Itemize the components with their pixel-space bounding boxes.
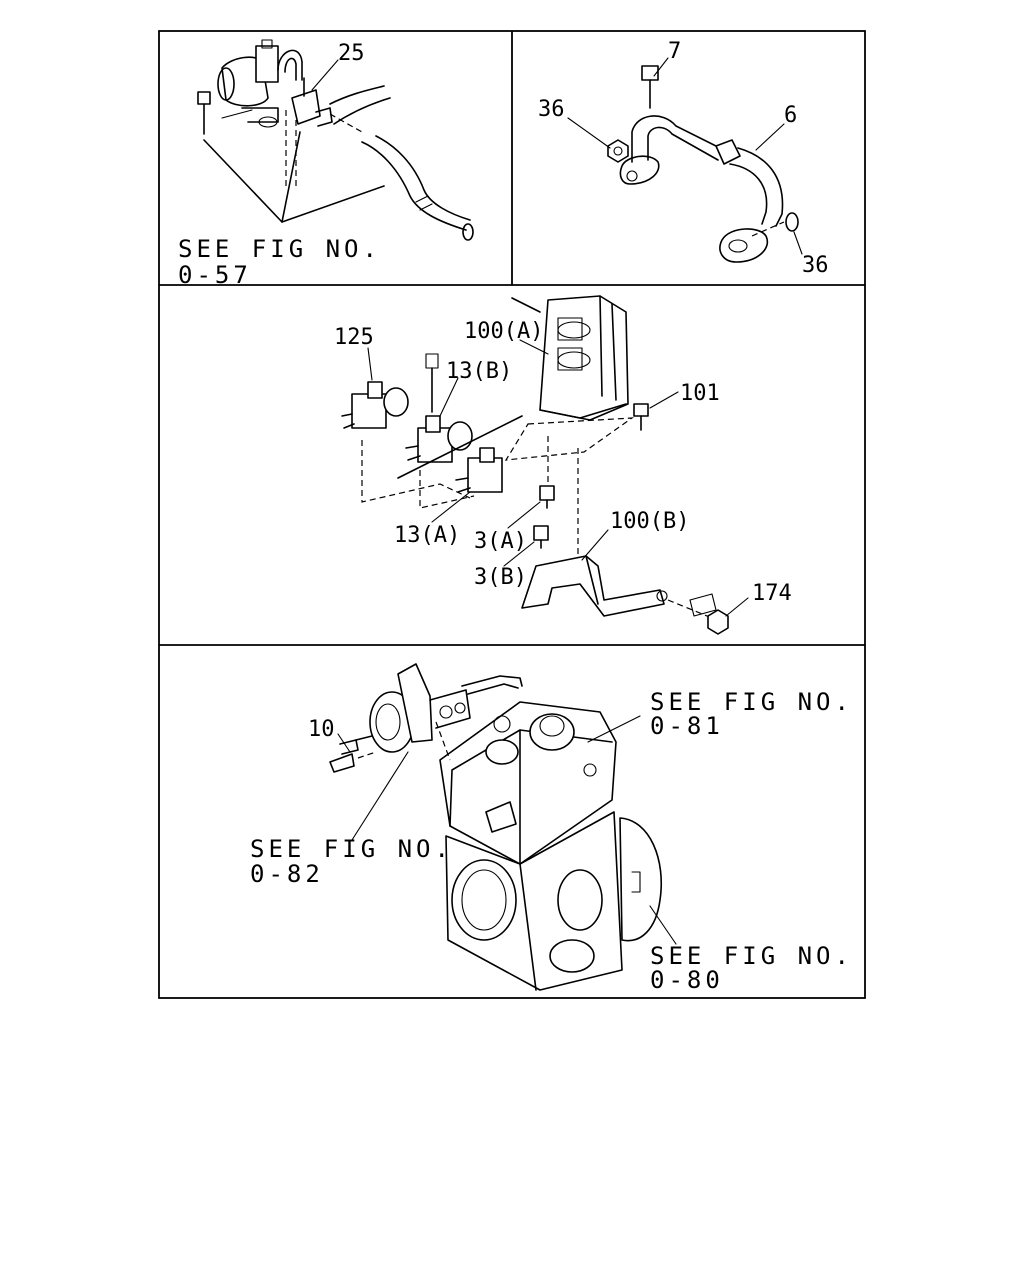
- callout-100b: 100(B): [610, 509, 689, 534]
- see-fig-082-line2: 0-82: [250, 860, 324, 888]
- callout-174: 174: [752, 581, 792, 606]
- callout-10: 10: [308, 717, 335, 742]
- see-fig-057-line1: SEE FIG NO.: [178, 235, 381, 263]
- see-fig-080-line2: 0-80: [650, 966, 724, 994]
- callout-25: 25: [338, 41, 365, 66]
- callout-36-left: 36: [538, 97, 565, 122]
- see-fig-081-line1: SEE FIG NO.: [650, 688, 853, 716]
- see-fig-082-line1: SEE FIG NO.: [250, 835, 453, 863]
- callout-100a: 100(A): [464, 319, 543, 344]
- callout-6: 6: [784, 103, 797, 128]
- callout-13a: 13(A): [394, 523, 460, 548]
- pipe-assembly-drawing: [607, 65, 799, 263]
- panel-bottom: 10 SEE FIG NO. 0-81 SEE FIG NO. 0-82 SEE…: [250, 663, 853, 994]
- callout-3b: 3(B): [474, 565, 527, 590]
- throttle-body-drawing: [329, 663, 662, 991]
- solenoid-valve-drawing: [197, 39, 474, 241]
- callout-125: 125: [334, 325, 374, 350]
- panel-top-left: 25 SEE FIG NO. 0-57: [178, 39, 474, 289]
- see-fig-057-line2: 0-57: [178, 261, 252, 289]
- callout-7: 7: [668, 39, 681, 64]
- callout-3a: 3(A): [474, 529, 527, 554]
- panel-top-right: 7 36 6 36: [538, 39, 829, 278]
- callout-101: 101: [680, 381, 720, 406]
- callout-13b: 13(B): [446, 359, 512, 384]
- callout-36-right: 36: [802, 253, 829, 278]
- bracket-and-valves-drawing: [341, 295, 729, 635]
- see-fig-081-line2: 0-81: [650, 712, 724, 740]
- see-fig-080-line1: SEE FIG NO.: [650, 942, 853, 970]
- panel-middle: 125 100(A) 13(B) 101 13(A) 3(A) 100(B) 3…: [334, 295, 792, 635]
- diagram-frames: [158, 30, 866, 999]
